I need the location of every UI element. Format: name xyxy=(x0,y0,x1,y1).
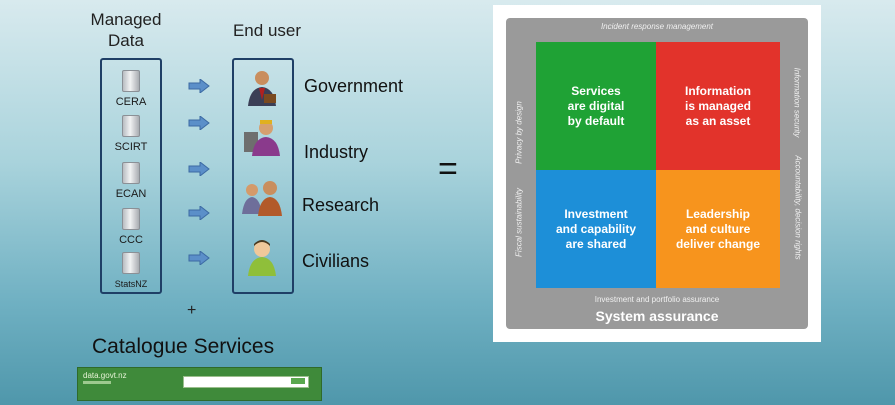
principle-bottom-small-label: Investment and portfolio assurance xyxy=(594,295,720,304)
principle-right-lower-label: Accountability, decision rights xyxy=(793,155,803,260)
data-source-ecan: ECAN xyxy=(102,162,160,202)
arrow-right-icon xyxy=(188,206,210,220)
principle-top-label: Incident response management xyxy=(600,22,714,31)
database-icon xyxy=(122,162,140,184)
quadrant-information-asset: Information is managed as an asset xyxy=(656,42,780,170)
government-person-icon xyxy=(248,71,276,106)
database-icon xyxy=(122,252,140,274)
research-people-icon xyxy=(242,181,282,216)
equals-sign: = xyxy=(438,150,458,188)
arrow-right-icon xyxy=(188,162,210,176)
data-source-label: SCIRT xyxy=(114,141,148,153)
end-user-label-government: Government xyxy=(304,76,404,96)
quadrant-investment-shared: Investment and capability are shared xyxy=(536,170,656,288)
managed-data-heading: Managed Data xyxy=(90,10,162,50)
principles-diagram: Incident response management Privacy by … xyxy=(493,5,821,342)
data-source-scirt: SCIRT xyxy=(102,115,160,155)
end-user-box xyxy=(232,58,294,294)
data-source-label: StatsNZ xyxy=(114,279,148,289)
plus-sign: + xyxy=(187,302,197,319)
database-icon xyxy=(122,115,140,137)
principles-frame: Incident response management Privacy by … xyxy=(506,18,808,329)
arrow-right-icon xyxy=(188,251,210,265)
data-source-ccc: CCC xyxy=(102,208,160,248)
end-user-label-research: Research xyxy=(302,195,380,215)
database-icon xyxy=(122,208,140,230)
arrow-right-icon xyxy=(188,116,210,130)
industry-person-icon xyxy=(244,120,280,156)
catalogue-services-title: Catalogue Services xyxy=(92,335,275,358)
catalogue-thumbnail-title: data.govt.nz xyxy=(83,371,127,380)
database-icon xyxy=(122,70,140,92)
data-source-statsnz: StatsNZ xyxy=(102,252,160,292)
data-source-cera: CERA xyxy=(102,70,160,110)
end-user-label-civilians: Civilians xyxy=(302,251,370,271)
catalogue-search-button xyxy=(291,378,305,384)
system-assurance-label: System assurance xyxy=(595,308,719,324)
catalogue-search-input xyxy=(183,376,309,388)
quadrant-leadership-culture: Leadership and culture deliver change xyxy=(656,170,780,288)
data-source-label: ECAN xyxy=(115,188,147,200)
end-user-label-industry: Industry xyxy=(304,142,369,162)
civilian-person-icon xyxy=(248,240,276,276)
arrow-right-icon xyxy=(188,79,210,93)
data-source-label: CCC xyxy=(119,234,143,246)
catalogue-thumbnail: data.govt.nz xyxy=(77,367,322,401)
managed-data-box: CERA SCIRT ECAN CCC StatsNZ xyxy=(100,58,162,294)
catalogue-thumbnail-subtitle-bar xyxy=(83,381,111,384)
quadrant-services-digital: Services are digital by default xyxy=(536,42,656,170)
principle-left-lower-label: Fiscal sustainability xyxy=(514,188,524,257)
end-user-heading: End user xyxy=(232,21,302,40)
data-source-label: CERA xyxy=(115,96,147,108)
